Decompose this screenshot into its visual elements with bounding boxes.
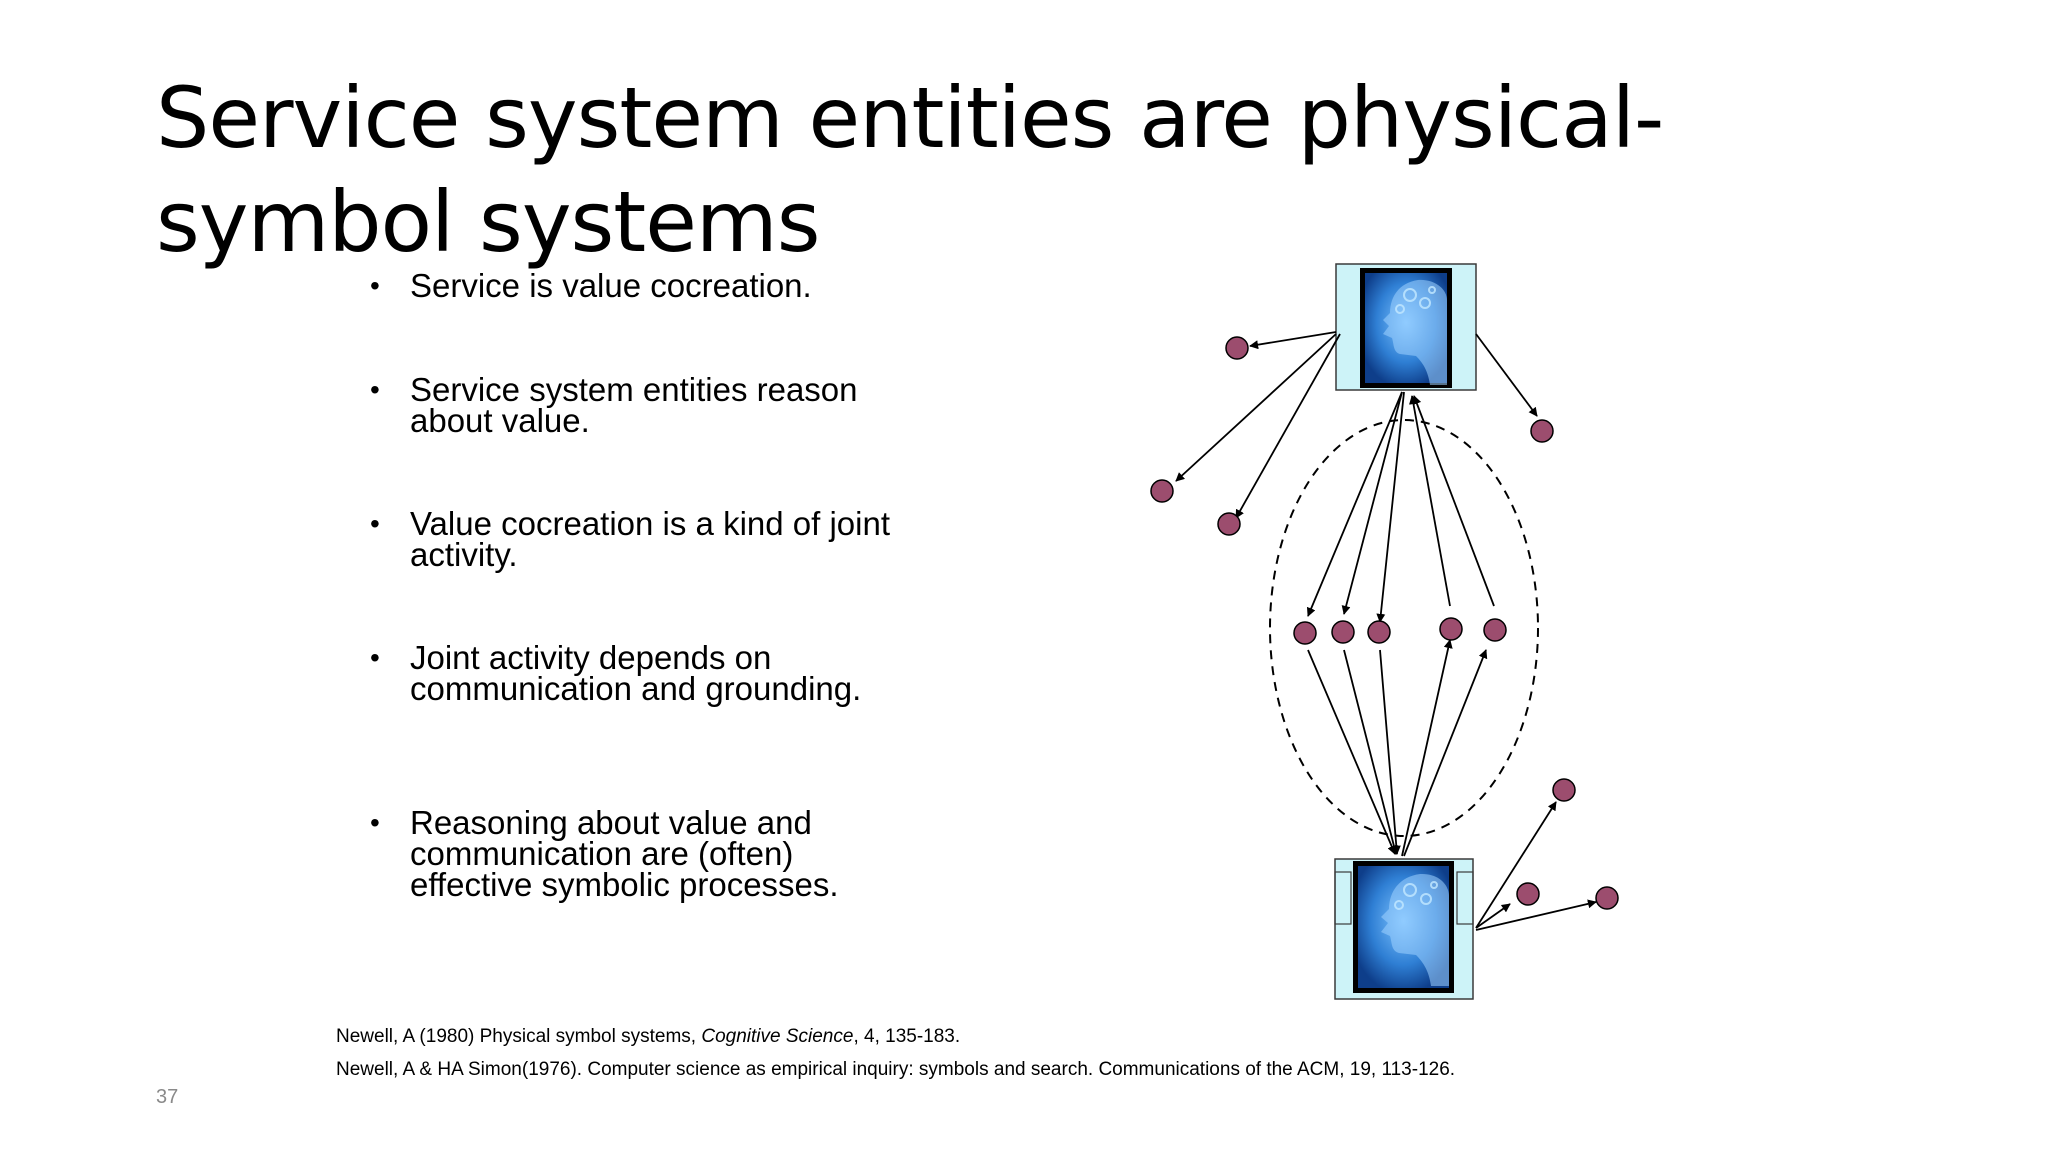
symbol-circle: [1483, 618, 1507, 642]
bullet-item: • Reasoning about value and communicatio…: [370, 804, 910, 903]
head-profile-icon: [1383, 279, 1447, 385]
bullet-text: Service is value cocreation.: [410, 267, 812, 304]
reference-text: Newell, A (1980) Physical symbol systems…: [336, 1026, 702, 1047]
symbol-circle: [1225, 336, 1249, 360]
symbol-circle: [1530, 419, 1554, 443]
reference-item: Newell, A (1980) Physical symbol systems…: [336, 1020, 1455, 1053]
symbols: [1150, 336, 1619, 910]
slide-number: 37: [156, 1086, 179, 1108]
reference-text: , 4, 135-183.: [853, 1026, 961, 1047]
top-entity: [1335, 263, 1477, 391]
bullet-dot: •: [370, 508, 380, 539]
bullet-item: • Service is value cocreation.: [370, 267, 910, 304]
bullet-dot: •: [370, 807, 380, 838]
symbol-circle: [1595, 886, 1619, 910]
symbol-circle: [1217, 512, 1241, 536]
bullet-text: Joint activity depends on communication …: [410, 639, 862, 707]
bullet-text: Service system entities reason about val…: [410, 371, 858, 439]
shared-context-ellipse: [1269, 419, 1539, 837]
bullet-item: • Value cocreation is a kind of joint ac…: [370, 505, 910, 573]
reference-text: Newell, A & HA Simon(1976). Computer sci…: [336, 1059, 1456, 1080]
reference-journal: Cognitive Science: [701, 1026, 854, 1047]
references: Newell, A (1980) Physical symbol systems…: [336, 1020, 1455, 1086]
bullet-dot: •: [370, 642, 380, 673]
symbol-circle: [1293, 621, 1317, 645]
reference-item: Newell, A & HA Simon(1976). Computer sci…: [336, 1053, 1455, 1086]
bullet-item: • Joint activity depends on communicatio…: [370, 639, 910, 707]
symbol-circle: [1367, 620, 1391, 644]
bullet-item: • Service system entities reason about v…: [370, 371, 910, 439]
symbol-circle: [1552, 778, 1576, 802]
symbol-circle: [1439, 617, 1463, 641]
bullet-dot: •: [370, 270, 380, 301]
symbol-circle: [1331, 620, 1355, 644]
bullet-dot: •: [370, 374, 380, 405]
symbol-circle: [1150, 479, 1174, 503]
bullet-text: Reasoning about value and communication …: [410, 804, 839, 903]
bottom-entity: [1334, 858, 1474, 1000]
slide-title: Service system entities are physical-sym…: [156, 69, 1664, 271]
connections: [1175, 331, 1597, 931]
symbol-circle: [1516, 882, 1540, 906]
bullet-text: Value cocreation is a kind of joint acti…: [410, 505, 890, 573]
